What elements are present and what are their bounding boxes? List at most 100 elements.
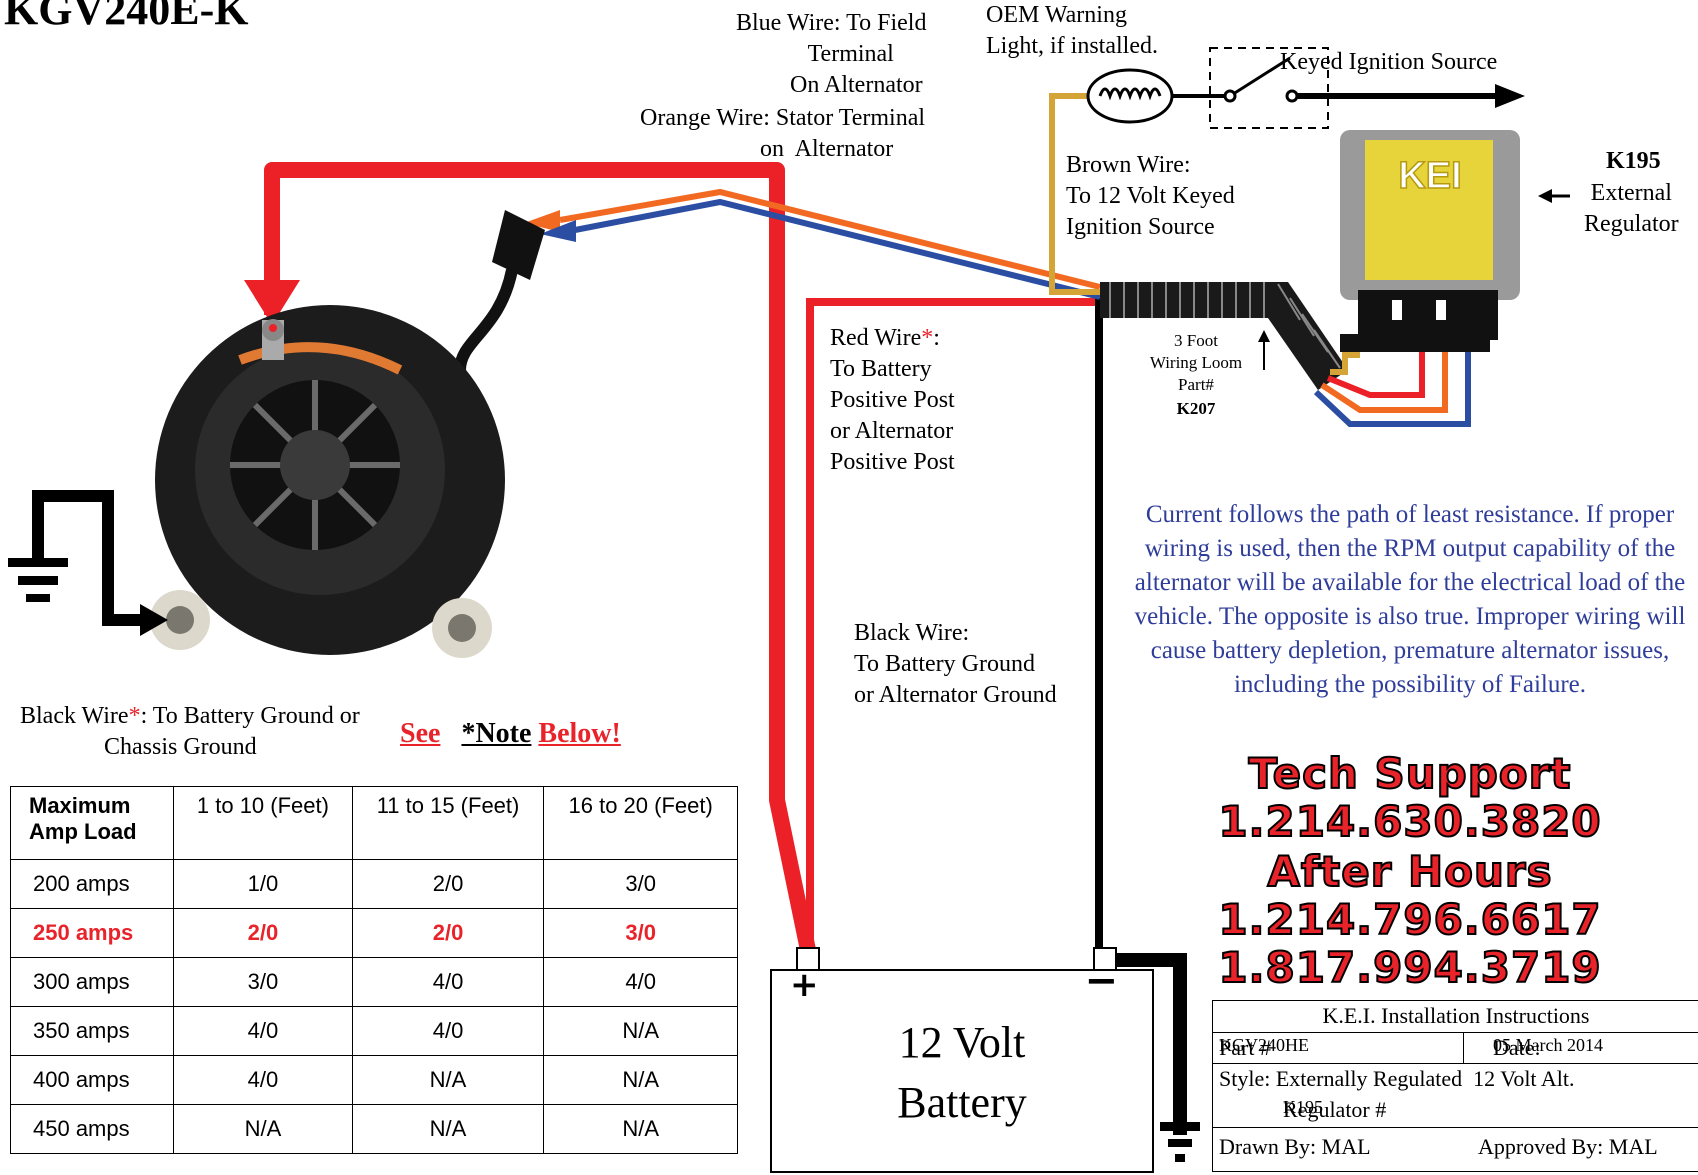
table-cell: 2/0 (351, 859, 545, 909)
loom-part-label: K207 (1176, 399, 1216, 418)
after-hours-phone-2: 1.817.994.3719 (1217, 943, 1602, 992)
red-wire-label-name: Red Wire (830, 325, 922, 351)
blue-wire (574, 198, 1101, 300)
page-title: KGV240E-K (4, 0, 249, 34)
table-cell: 4/0 (351, 957, 545, 1007)
table-cell: 1/0 (173, 859, 353, 909)
black-wire-battery-ground (1110, 953, 1187, 1135)
date-label: Date: (1493, 1035, 1547, 1060)
k195-pointer-arrowhead (1538, 189, 1552, 203)
title-block: K.E.I. Installation Instructions Part # … (1212, 1000, 1698, 1172)
battery: + − 12 Volt Battery (770, 958, 1154, 1173)
battery-minus-sign: − (1084, 958, 1118, 1004)
title-block-row-style: Style: Externally Regulated 12 Volt Alt.… (1213, 1064, 1698, 1128)
table-cell: N/A (543, 1055, 738, 1105)
k195-desc-label: External Regulator (1584, 180, 1679, 237)
table-cell: 3/0 (173, 957, 353, 1007)
battery-ground-symbol (1160, 1122, 1200, 1162)
table-cell: 4/0 (543, 957, 738, 1007)
title-block-row-heading: K.E.I. Installation Instructions (1213, 1001, 1698, 1033)
red-wire-arrowhead (244, 280, 300, 325)
tech-support-label: Tech Support (1248, 749, 1572, 798)
below-text: Below! (538, 718, 621, 749)
table-cell: N/A (543, 1104, 738, 1154)
table-cell: 3/0 (543, 859, 738, 909)
black-wire-ground-label: Black Wire*: To Battery Ground or Chassi… (20, 701, 360, 763)
ignition-switch-box (1209, 47, 1329, 129)
after-hours-label: After Hours (1266, 847, 1553, 896)
see-note-callout: See *Note Below! (400, 718, 621, 749)
battery-plus-sign: + (790, 965, 819, 1005)
table-cell: N/A (351, 1104, 545, 1154)
table-cell: 350 amps (9, 1006, 175, 1056)
black-wire-ground-name: Black Wire (20, 703, 129, 729)
k195-part-label: K195 (1606, 148, 1661, 174)
battery-label-line-2: Battery (897, 1078, 1027, 1127)
table-cell: 450 amps (9, 1104, 175, 1154)
see-text: See (400, 718, 441, 749)
table-header-16-20: 16 to 20 (Feet) (543, 786, 738, 860)
regulator-wires (1313, 345, 1471, 427)
ignition-switch-symbol (1223, 56, 1299, 103)
table-cell: N/A (543, 1006, 738, 1056)
style-text: Style: Externally Regulated 12 Volt Alt. (1219, 1066, 1575, 1091)
regulator-logo: KEI (1398, 155, 1461, 197)
warning-light-symbol (1086, 68, 1174, 124)
orange-wire-label: Orange Wire: Stator Terminal on Alternat… (640, 105, 926, 162)
cable-gauge-table: Maximum Amp Load 1 to 10 (Feet) 11 to 15… (9, 786, 738, 1154)
battery-label-line-1: 12 Volt (898, 1018, 1026, 1067)
alternator-ground-arrowhead (140, 604, 168, 636)
title-block-divider (1463, 1033, 1464, 1063)
table-cell: 300 amps (9, 957, 175, 1007)
orange-wire (559, 188, 1101, 290)
orange-wire-arrowhead (524, 210, 560, 232)
date-value: 05 March 2014 (1493, 1035, 1603, 1055)
alternator (150, 305, 505, 658)
ignition-source-arrowhead (1495, 84, 1525, 108)
alternator-ground-symbol (8, 558, 68, 602)
title-block-heading: K.E.I. Installation Instructions (1322, 1003, 1590, 1028)
table-header-row: Maximum Amp Load 1 to 10 (Feet) 11 to 15… (9, 786, 738, 860)
red-wire-label: Red Wire*: To Battery Positive Post or A… (830, 323, 955, 478)
loom-label: 3 Foot Wiring Loom Part# (1149, 331, 1243, 394)
black-wire-alternator-ground (32, 490, 148, 626)
black-wire-battery (1095, 298, 1103, 952)
note-text: *Note (461, 718, 532, 749)
approved-by: Approved By: MAL (1478, 1134, 1658, 1159)
drawn-by: Drawn By: MAL (1219, 1134, 1371, 1159)
brown-wire (1049, 93, 1100, 295)
blue-wire-label: Blue Wire: To Field Terminal On Alternat… (736, 10, 927, 98)
table-cell: 2/0 (351, 908, 545, 958)
red-wire (264, 162, 816, 952)
part-number-label: Part # (1219, 1035, 1277, 1060)
blue-wire-arrowhead (540, 220, 576, 242)
table-cell: 400 amps (9, 1055, 175, 1105)
black-wire-ground-asterisk: * (128, 703, 141, 729)
oem-warning-label: OEM Warning Light, if installed. (986, 2, 1158, 59)
loom-pointer-arrowhead (1258, 330, 1270, 342)
table-cell: N/A (173, 1104, 353, 1154)
table-header-1-10: 1 to 10 (Feet) (173, 786, 353, 860)
red-wire-thin (806, 298, 1100, 952)
part-number-value: KGV240HE (1219, 1035, 1309, 1055)
keyed-ignition-label: Keyed Ignition Source (1280, 49, 1498, 75)
table-cell: N/A (351, 1055, 545, 1105)
brown-wire-label: Brown Wire: To 12 Volt Keyed Ignition So… (1066, 152, 1235, 240)
table-cell: 4/0 (173, 1006, 353, 1056)
wiring-loom (1100, 282, 1348, 390)
tech-support-phone: 1.214.630.3820 (1217, 797, 1602, 846)
table-cell: 2/0 (173, 908, 353, 958)
title-block-row-part: Part # KGV240HE Date: 05 March 2014 (1213, 1033, 1698, 1064)
table-cell: 250 amps (9, 908, 175, 958)
regulator-value: K195 (1283, 1097, 1323, 1117)
table-header-11-15: 11 to 15 (Feet) (351, 786, 545, 860)
table-cell: 4/0 (173, 1055, 353, 1105)
table-header-amp-load: Maximum Amp Load (9, 786, 175, 860)
red-wire-asterisk: * (921, 325, 934, 351)
